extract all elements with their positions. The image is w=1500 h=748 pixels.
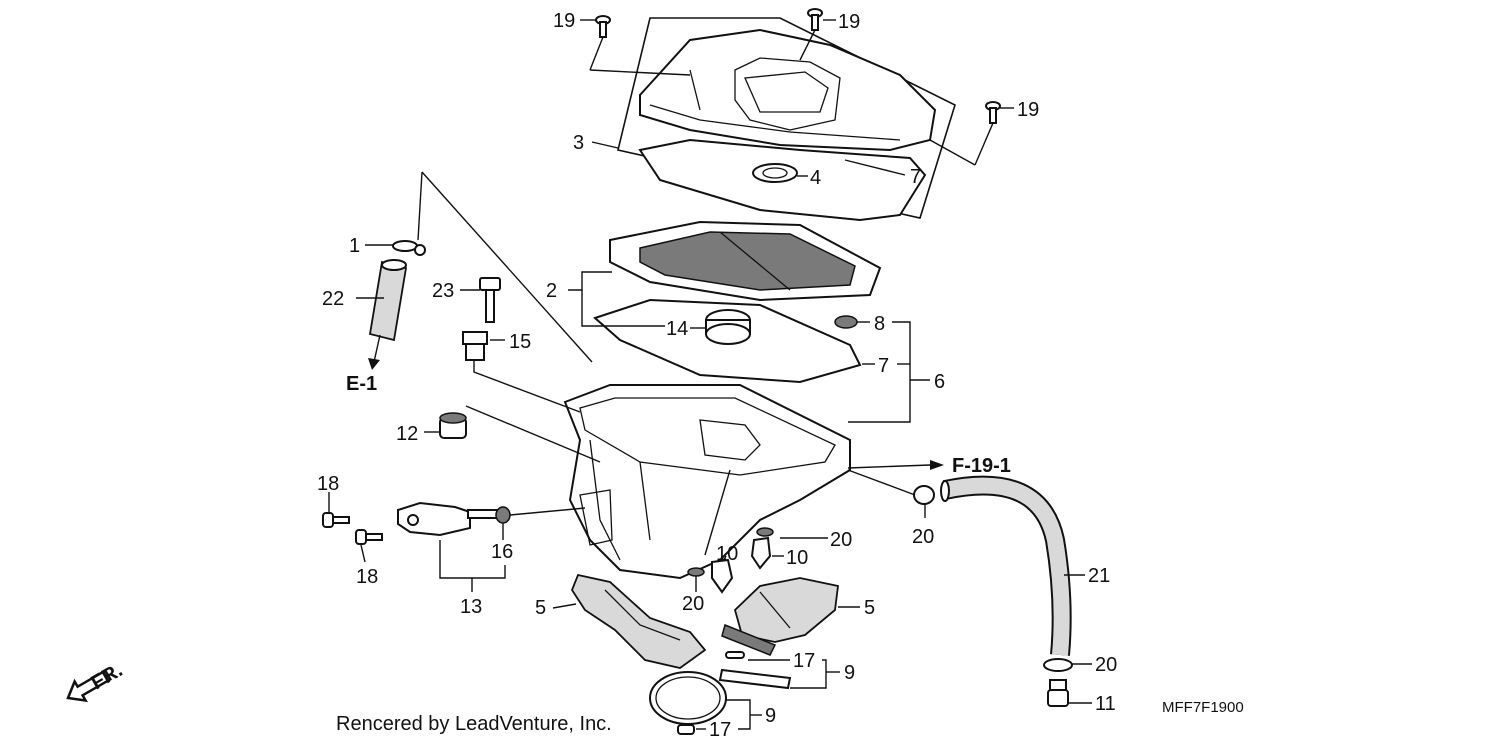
- callout-10-right: 10: [786, 547, 808, 569]
- cover-gasket[interactable]: [638, 138, 927, 222]
- screw-18-top[interactable]: [322, 512, 350, 528]
- air-funnel-5-right[interactable]: [721, 577, 839, 656]
- leader-lines: [328, 19, 1092, 730]
- hose-clip-20-bottom[interactable]: [1043, 658, 1073, 672]
- screw-18-bottom[interactable]: [355, 529, 383, 545]
- drain-plug-10-left[interactable]: [687, 558, 734, 594]
- ref-f-19-1: F-19-1: [952, 455, 1011, 477]
- callout-19-top: 19: [838, 11, 860, 33]
- collar-15[interactable]: [462, 331, 488, 361]
- callout-2: 2: [546, 280, 557, 302]
- bracket-13[interactable]: [397, 501, 499, 537]
- bolt-23[interactable]: [479, 277, 501, 323]
- clamp-strip-9[interactable]: [718, 651, 792, 690]
- air-cleaner-case[interactable]: [563, 384, 851, 580]
- diagram-code: MFF7F1900: [1162, 699, 1244, 716]
- tube-22[interactable]: [368, 259, 408, 342]
- grommet-12[interactable]: [439, 412, 467, 439]
- callout-5-right: 5: [864, 597, 875, 619]
- callout-3: 3: [573, 132, 584, 154]
- callout-14: 14: [666, 318, 688, 340]
- callout-6: 6: [934, 371, 945, 393]
- hose-clip-20-top[interactable]: [913, 485, 935, 505]
- air-cleaner-cover[interactable]: [617, 17, 956, 219]
- callout-12: 12: [396, 423, 418, 445]
- callout-8: 8: [874, 313, 885, 335]
- callout-13: 13: [460, 596, 482, 618]
- callout-11: 11: [1095, 693, 1116, 715]
- callout-18-bottom: 18: [356, 566, 378, 588]
- callout-20-hose: 20: [912, 526, 934, 548]
- ref-e-1: E-1: [346, 373, 377, 395]
- screw-17-lower[interactable]: [677, 724, 695, 735]
- air-filter-element[interactable]: [609, 220, 882, 302]
- air-funnel-5-left[interactable]: [570, 573, 707, 669]
- breather-hose-21[interactable]: [940, 475, 1072, 656]
- callout-10-left: 10: [716, 543, 738, 565]
- callout-22: 22: [322, 288, 344, 310]
- callout-20-mid: 20: [830, 529, 852, 551]
- callout-20-left: 20: [682, 593, 704, 615]
- callout-15: 15: [509, 331, 531, 353]
- callout-4: 4: [810, 167, 821, 189]
- collar-16[interactable]: [495, 506, 511, 524]
- callout-7-top: 7: [910, 166, 921, 188]
- callout-5-left: 5: [535, 597, 546, 619]
- callout-17-lower: 17: [709, 719, 731, 741]
- clamp-band-9[interactable]: [649, 671, 727, 725]
- callout-9-lower: 9: [765, 705, 776, 727]
- screw-19-right[interactable]: [985, 101, 1001, 124]
- callout-19-right: 19: [1017, 99, 1039, 121]
- callout-9-upper: 9: [844, 662, 855, 684]
- callout-labels: 19 19 19 3 4 7 1 22 E-1 2 14 8 7 6 23 15…: [317, 10, 1117, 741]
- drain-cap-11[interactable]: [1047, 679, 1069, 707]
- drain-plug-10-right[interactable]: [750, 527, 774, 570]
- callout-20-bottom: 20: [1095, 654, 1117, 676]
- callout-16: 16: [491, 541, 513, 563]
- clip-1[interactable]: [392, 240, 426, 256]
- callout-23: 23: [432, 280, 454, 302]
- callout-7-mid: 7: [878, 355, 889, 377]
- screw-19-top[interactable]: [807, 8, 823, 31]
- front-direction-arrow: FR.: [66, 659, 126, 703]
- callout-18-top: 18: [317, 473, 339, 495]
- callout-1: 1: [349, 235, 360, 257]
- credit-text: Rencered by LeadVenture, Inc.: [336, 713, 612, 735]
- part-8[interactable]: [834, 315, 858, 329]
- grommet-14[interactable]: [705, 309, 751, 345]
- callout-17-upper: 17: [793, 650, 815, 672]
- callout-19-left: 19: [553, 10, 575, 32]
- callout-21: 21: [1088, 565, 1110, 587]
- screw-19-left[interactable]: [595, 15, 611, 38]
